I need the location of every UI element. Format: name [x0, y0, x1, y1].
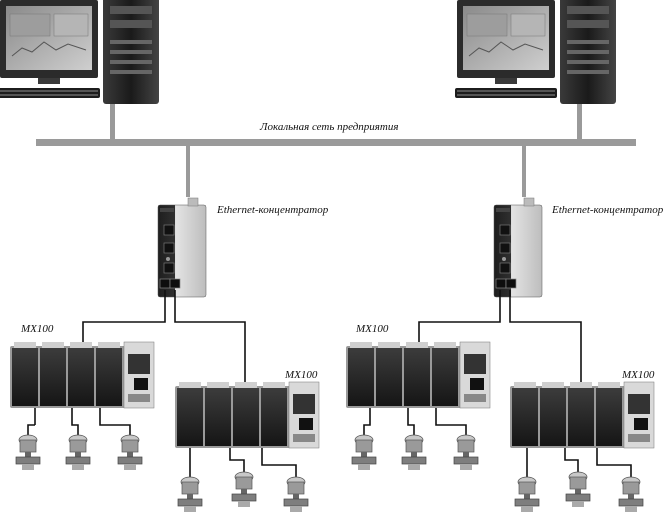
cable-hub-left-to-mx-left-bottom: [174, 290, 246, 384]
mx100-right-bottom: [509, 381, 655, 449]
sensor-icon: [618, 476, 644, 513]
hub-right-label: Ethernet-концентратор: [552, 204, 664, 216]
sensor-icon: [283, 476, 309, 513]
lan-bus: [36, 139, 636, 146]
cable-hub-left-to-mx-left-top: [82, 290, 166, 344]
hub-left-label: Ethernet-концентратор: [217, 204, 329, 216]
workstation-right: [454, 0, 617, 105]
cable-hub-right-to-mx-right-bottom: [509, 290, 582, 384]
lan-label: Локальная сеть предприятия: [260, 121, 399, 133]
sensor-icon: [401, 434, 427, 471]
sensor-icon: [453, 434, 479, 471]
computer-right-drop: [577, 100, 582, 140]
sensor-icon: [514, 476, 540, 513]
sensor-icon: [15, 434, 41, 471]
hub-left-drop: [186, 145, 190, 197]
mx100-right-bottom-label: MX100: [622, 369, 655, 381]
ethernet-hub-left: [157, 197, 207, 298]
mx100-left-top: [9, 341, 155, 409]
mx100-left-bottom-label: MX100: [285, 369, 318, 381]
mx100-left-bottom: [174, 381, 320, 449]
mx100-right-top-label: MX100: [356, 323, 389, 335]
sensor-icon: [231, 471, 257, 508]
cable-hub-right-to-mx-right-top: [418, 290, 501, 344]
sensor-icon: [565, 471, 591, 508]
sensor-icon: [65, 434, 91, 471]
sensor-icon: [177, 476, 203, 513]
mx100-right-top: [345, 341, 491, 409]
hub-right-drop: [522, 145, 526, 197]
computer-left-drop: [110, 100, 115, 140]
workstation-left: [0, 0, 160, 105]
sensor-icon: [351, 434, 377, 471]
ethernet-hub-right: [493, 197, 543, 298]
sensor-icon: [117, 434, 143, 471]
mx100-left-top-label: MX100: [21, 323, 54, 335]
